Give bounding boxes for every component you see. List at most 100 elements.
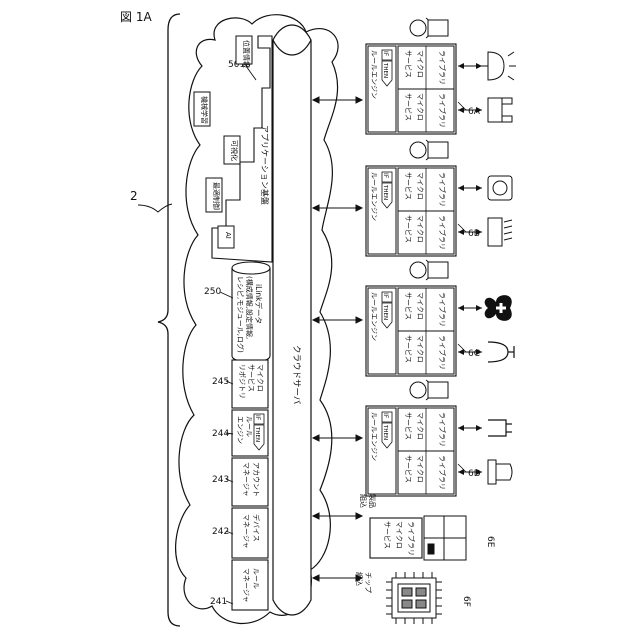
svg-text:マイクロ: マイクロ	[395, 521, 403, 549]
ilink-data-store: iLinkデータ (構成情報,設定情報, レシピ,モジュール,ログ)	[232, 262, 270, 362]
svg-text:ルール: ルール	[245, 416, 253, 437]
unit-service-label: サービス	[404, 215, 413, 243]
unit-if-badge: IF	[382, 173, 389, 179]
unit-micro-label: マイクロ	[416, 50, 424, 78]
system-ref: 2	[130, 189, 138, 203]
unit-then-badge: THEN	[382, 184, 388, 200]
svg-text:可視化: 可視化	[230, 140, 239, 161]
svg-text:AI: AI	[224, 232, 232, 239]
device-6f-ref: 6F	[461, 596, 471, 607]
svg-text:サービス: サービス	[383, 521, 392, 549]
svg-text:マネージャ: マネージャ	[242, 462, 250, 497]
svg-text:最適制御: 最適制御	[212, 182, 221, 210]
unit-micro-label: マイクロ	[416, 292, 424, 320]
user-person-icon	[410, 18, 448, 38]
svg-text:サービス: サービス	[247, 364, 256, 392]
unit-micro-label: マイクロ	[416, 412, 424, 440]
svg-text:リポジトリ: リポジトリ	[238, 364, 246, 399]
module-241-rule-manager: ルール マネージャ	[232, 560, 268, 610]
unit-micro-label: マイクロ	[416, 335, 424, 363]
svg-text:IF: IF	[254, 415, 261, 421]
svg-text:マネージャ: マネージャ	[242, 514, 250, 549]
device-6e-ref: 6E	[485, 536, 495, 548]
unit-library-label: ライブラリ	[438, 335, 447, 370]
unit-library-label: ライブラリ	[438, 172, 447, 207]
module-243-ref: 243	[212, 475, 229, 485]
unit-service-label: サービス	[404, 412, 413, 440]
unit-service-label: サービス	[404, 455, 413, 483]
module-242-device-manager: デバイス マネージャ	[232, 508, 268, 558]
unit-micro-label: マイクロ	[416, 93, 424, 121]
device-6f-label-2: 組込	[355, 572, 364, 586]
unit-library-label: ライブラリ	[438, 455, 447, 490]
unit-library-label: ライブラリ	[438, 412, 447, 447]
platform-block-optimal-control: 最適制御	[206, 178, 222, 212]
unit-service-label: サービス	[404, 93, 413, 121]
unit-rule-engine-label: ルールエンジン	[370, 412, 378, 461]
svg-text:マネージャ: マネージャ	[242, 568, 250, 603]
unit-rule-engine-label: ルールエンジン	[370, 292, 378, 341]
cloud-unit-arrows	[313, 97, 362, 581]
module-242-ref: 242	[212, 527, 229, 537]
data-store-ref: 250	[204, 287, 221, 297]
svg-text:ライブラリ: ライブラリ	[407, 521, 416, 556]
cloud-server-cylinder	[273, 25, 311, 615]
device-6e-label-2: 組込	[359, 494, 368, 508]
chair-icon	[488, 98, 512, 122]
unit-service-label: サービス	[404, 50, 413, 78]
platform-block-location: 位置情報	[236, 36, 252, 68]
module-243-account-manager: アカウント マネージャ	[232, 458, 268, 506]
data-store-line-1: iLinkデータ	[254, 284, 264, 324]
svg-text:エンジン: エンジン	[236, 416, 244, 444]
user-person-icon	[410, 140, 448, 160]
edge-unit-6a: IFTHENルールエンジンライブラリマイクロサービスライブラリマイクロサービス6…	[366, 18, 516, 134]
unit-then-badge: THEN	[382, 424, 388, 440]
edge-unit-6b: IFTHENルールエンジンライブラリマイクロサービスライブラリマイクロサービス6…	[366, 140, 512, 256]
unit-micro-label: マイクロ	[416, 455, 424, 483]
platform-block-ai: AI	[218, 226, 234, 248]
ceiling-lamp-icon	[480, 52, 516, 80]
toilet-icon	[488, 460, 512, 484]
device-6e-label-1: 製品	[368, 494, 377, 508]
svg-text:機械学習: 機械学習	[200, 96, 209, 124]
refrigerator-icon	[424, 516, 466, 560]
unit-rule-engine-label: ルールエンジン	[370, 172, 378, 221]
unit-if-badge: IF	[382, 413, 389, 419]
edge-units: IFTHENルールエンジンライブラリマイクロサービスライブラリマイクロサービス6…	[366, 18, 516, 496]
cloud-server-label: クラウドサーバ	[291, 345, 301, 405]
unit-service-label: サービス	[404, 292, 413, 320]
unit-then-badge: THEN	[382, 304, 388, 320]
module-245-ref: 245	[212, 377, 229, 387]
svg-text:アカウント: アカウント	[252, 462, 260, 497]
svg-text:マイクロ: マイクロ	[256, 364, 264, 392]
unit-library-label: ライブラリ	[438, 215, 447, 250]
unit-then-badge: THEN	[382, 62, 388, 78]
unit-library-label: ライブラリ	[438, 50, 447, 85]
svg-text:位置情報: 位置情報	[242, 40, 251, 68]
unit-if-badge: IF	[382, 293, 389, 299]
washing-machine-icon	[488, 176, 512, 200]
platform-block-machine-learning: 機械学習	[194, 92, 210, 126]
platform-label: アプリケーション基盤	[260, 125, 270, 205]
device-6e-embedded-library: ライブラリ マイクロ サービス	[370, 518, 422, 558]
user-person-icon	[410, 260, 448, 280]
unit-service-label: サービス	[404, 335, 413, 363]
platform-block-visualization: 可視化	[224, 136, 240, 164]
unit-rule-engine-label: ルールエンジン	[370, 50, 378, 99]
unit-library-label: ライブラリ	[438, 292, 447, 327]
module-241-ref: 241	[210, 597, 227, 607]
health-heart-icon	[485, 295, 512, 321]
svg-text:THEN: THEN	[254, 426, 260, 442]
chip-icon	[386, 572, 442, 624]
shower-icon	[488, 420, 512, 436]
data-store-line-3: レシピ,モジュール,ログ)	[236, 276, 245, 353]
module-244-ref: 244	[212, 429, 229, 439]
svg-text:ルール: ルール	[252, 568, 260, 589]
figure-label: 図 1A	[120, 10, 152, 24]
unit-service-label: サービス	[404, 172, 413, 200]
unit-micro-label: マイクロ	[416, 215, 424, 243]
edge-unit-6c: IFTHENルールエンジンライブラリマイクロサービスライブラリマイクロサービス6…	[366, 260, 514, 376]
svg-text:デバイス: デバイス	[252, 514, 261, 542]
edge-unit-6d: IFTHENルールエンジンライブラリマイクロサービスライブラリマイクロサービス6…	[366, 380, 512, 496]
